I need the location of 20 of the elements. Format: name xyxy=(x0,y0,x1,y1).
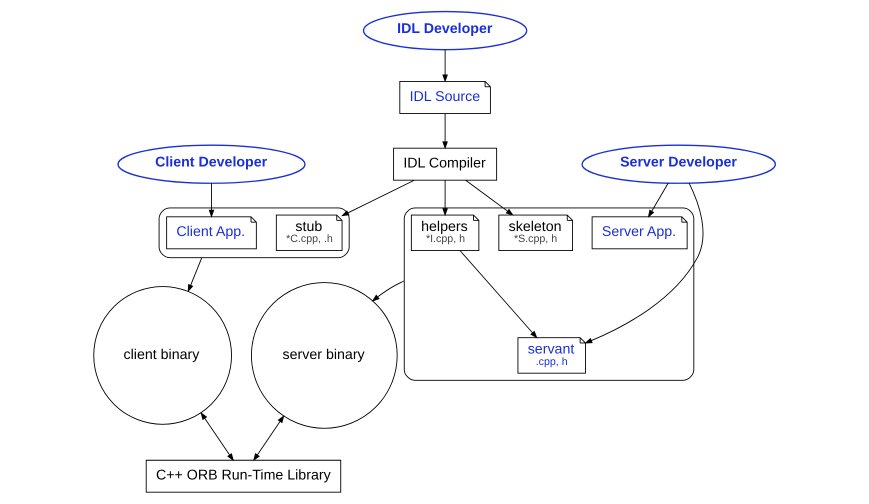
arrow xyxy=(442,180,448,216)
arrow xyxy=(442,113,448,150)
node-ellipse: Server Developer xyxy=(581,144,776,184)
arrow xyxy=(200,412,234,462)
arrow xyxy=(465,180,514,216)
arrow xyxy=(188,257,202,292)
arrow xyxy=(648,182,669,218)
node-box: IDL Compiler xyxy=(393,148,498,181)
node-circle: server binary xyxy=(250,282,398,429)
arrow xyxy=(341,180,415,216)
node-box: C++ ORB Run-Time Library xyxy=(146,460,342,493)
arrow xyxy=(208,182,214,218)
arrow xyxy=(584,182,704,344)
arrow xyxy=(253,415,284,462)
arrow xyxy=(460,250,538,339)
arrow xyxy=(442,49,448,82)
arrow xyxy=(372,280,405,302)
node-ellipse: IDL Developer xyxy=(362,10,528,50)
node-circle: client binary xyxy=(93,286,232,425)
node-ellipse: Client Developer xyxy=(117,144,306,184)
